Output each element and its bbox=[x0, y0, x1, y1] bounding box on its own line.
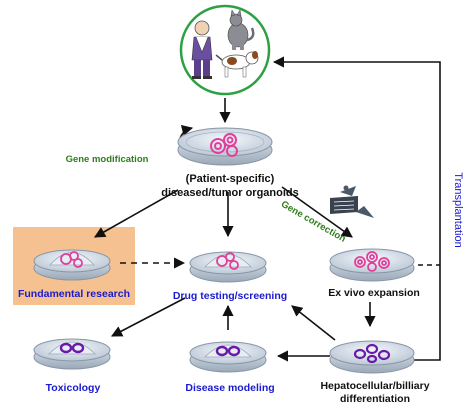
cat-icon bbox=[227, 9, 255, 50]
hepato-dish bbox=[329, 340, 415, 374]
drug-testing-dish bbox=[189, 251, 267, 283]
drug-testing-label: Drug testing/screening bbox=[173, 290, 287, 302]
gene-modification-label: Gene modification bbox=[66, 154, 149, 165]
disease-modeling-label: Disease modeling bbox=[185, 382, 274, 394]
hepato-label-line2: differentiation bbox=[340, 393, 410, 405]
pink-organoids bbox=[210, 133, 238, 157]
dog-icon bbox=[215, 51, 259, 78]
disease-modeling-dish bbox=[189, 341, 267, 373]
transplantation-label: Transplantation bbox=[452, 172, 464, 247]
fundamental-research-label: Fundamental research bbox=[18, 288, 130, 300]
hepato-label-line1: Hepatocellular/billiary bbox=[320, 380, 429, 392]
ex-vivo-dish bbox=[329, 248, 415, 282]
ex-vivo-label: Ex vivo expansion bbox=[328, 287, 420, 299]
arrow-organoids-to-ex-vivo bbox=[281, 186, 353, 238]
fundamental-research-dish bbox=[33, 249, 111, 281]
organoid-dish bbox=[177, 127, 273, 166]
organoids-label-line2: diseased/tumor organoids bbox=[161, 187, 299, 199]
organoids-label-line1: (Patient-specific) bbox=[186, 173, 275, 185]
toxicology-dish bbox=[33, 338, 111, 370]
subjects-circle bbox=[179, 4, 271, 96]
human-icon bbox=[191, 20, 213, 79]
arrow-hepato-to-drug bbox=[291, 305, 336, 341]
gene-editing-tool-icon bbox=[330, 185, 374, 218]
arrow-drug-to-toxicology bbox=[111, 297, 186, 337]
toxicology-label: Toxicology bbox=[46, 382, 101, 394]
arrow-organoids-to-fundamental bbox=[94, 189, 179, 238]
